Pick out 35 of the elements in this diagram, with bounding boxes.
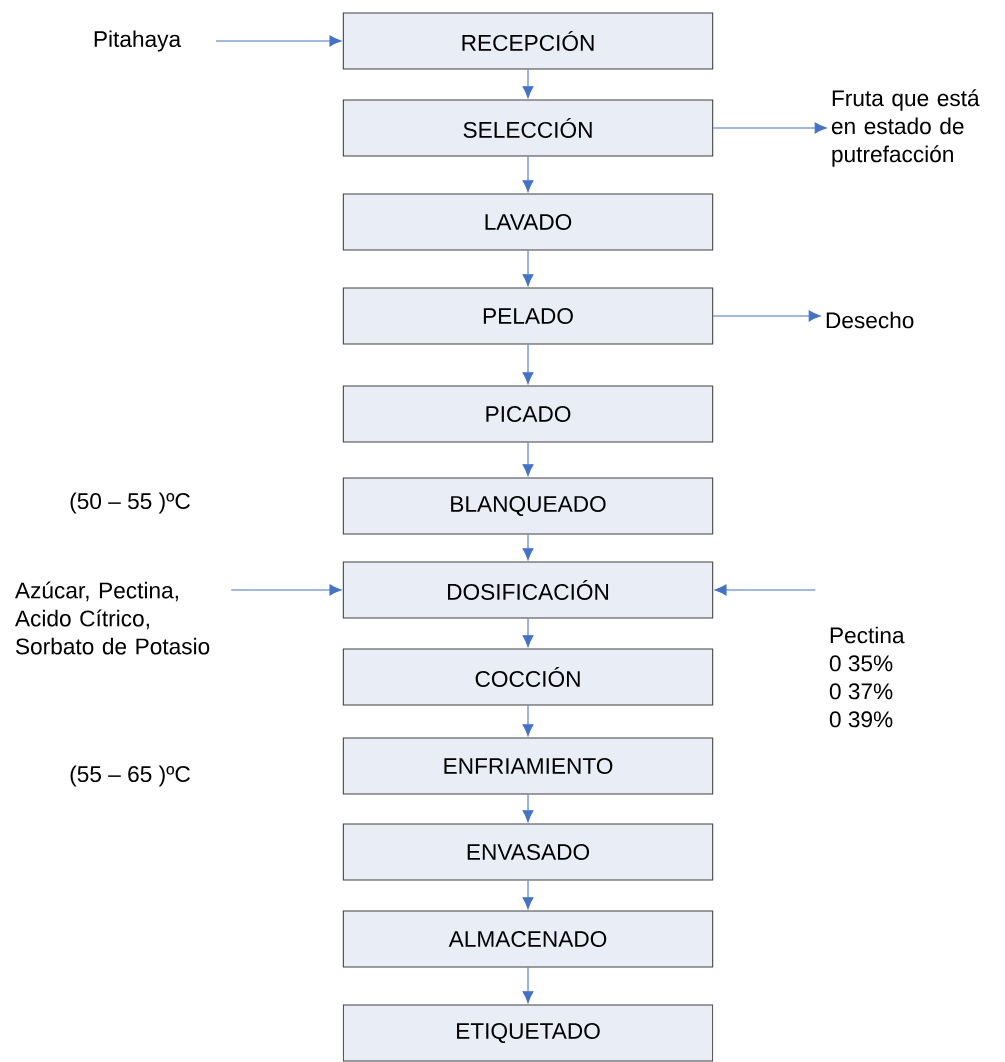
arrow [522, 705, 534, 737]
process-box: PELADO [342, 287, 714, 345]
arrow [522, 250, 534, 287]
text-label: Azúcar, Pectina, Acido Cítrico, Sorbato de Potasio [15, 581, 210, 655]
arrow [712, 310, 821, 322]
temperature-label: (50 – 55 )ºC [70, 492, 190, 514]
process-box: DOSIFICACIÓN [342, 561, 714, 619]
process-box: COCCIÓN [342, 648, 714, 706]
arrow [522, 618, 534, 648]
arrow [522, 156, 534, 193]
process-box: BLANQUEADO [342, 477, 714, 535]
process-box: ETIQUETADO [342, 1004, 714, 1062]
process-box: RECEPCIÓN [342, 12, 714, 70]
text-label: Pitahaya [94, 30, 182, 52]
arrow [522, 967, 534, 1004]
arrow [522, 794, 534, 823]
arrow [712, 122, 827, 134]
text-label: Fruta que está en estado de putrefacción [831, 89, 980, 167]
process-box: ALMACENADO [342, 910, 714, 968]
arrow [714, 584, 816, 596]
arrow [230, 584, 342, 596]
process-box: PICADO [342, 385, 714, 443]
temperature-label: (55 – 65 )ºC [70, 765, 190, 787]
arrow [522, 880, 534, 910]
text-label: Desecho [826, 311, 914, 329]
arrow [522, 534, 534, 561]
process-box: LAVADO [342, 193, 714, 251]
arrow [215, 35, 342, 47]
arrow [522, 344, 534, 385]
process-box: ENVASADO [342, 823, 714, 881]
arrow [522, 69, 534, 99]
text-label: Pectina 0 35% 0 37% 0 39% [829, 626, 905, 728]
arrow [522, 442, 534, 477]
process-box: ENFRIAMIENTO [342, 737, 714, 795]
process-box: SELECCIÓN [342, 99, 714, 157]
